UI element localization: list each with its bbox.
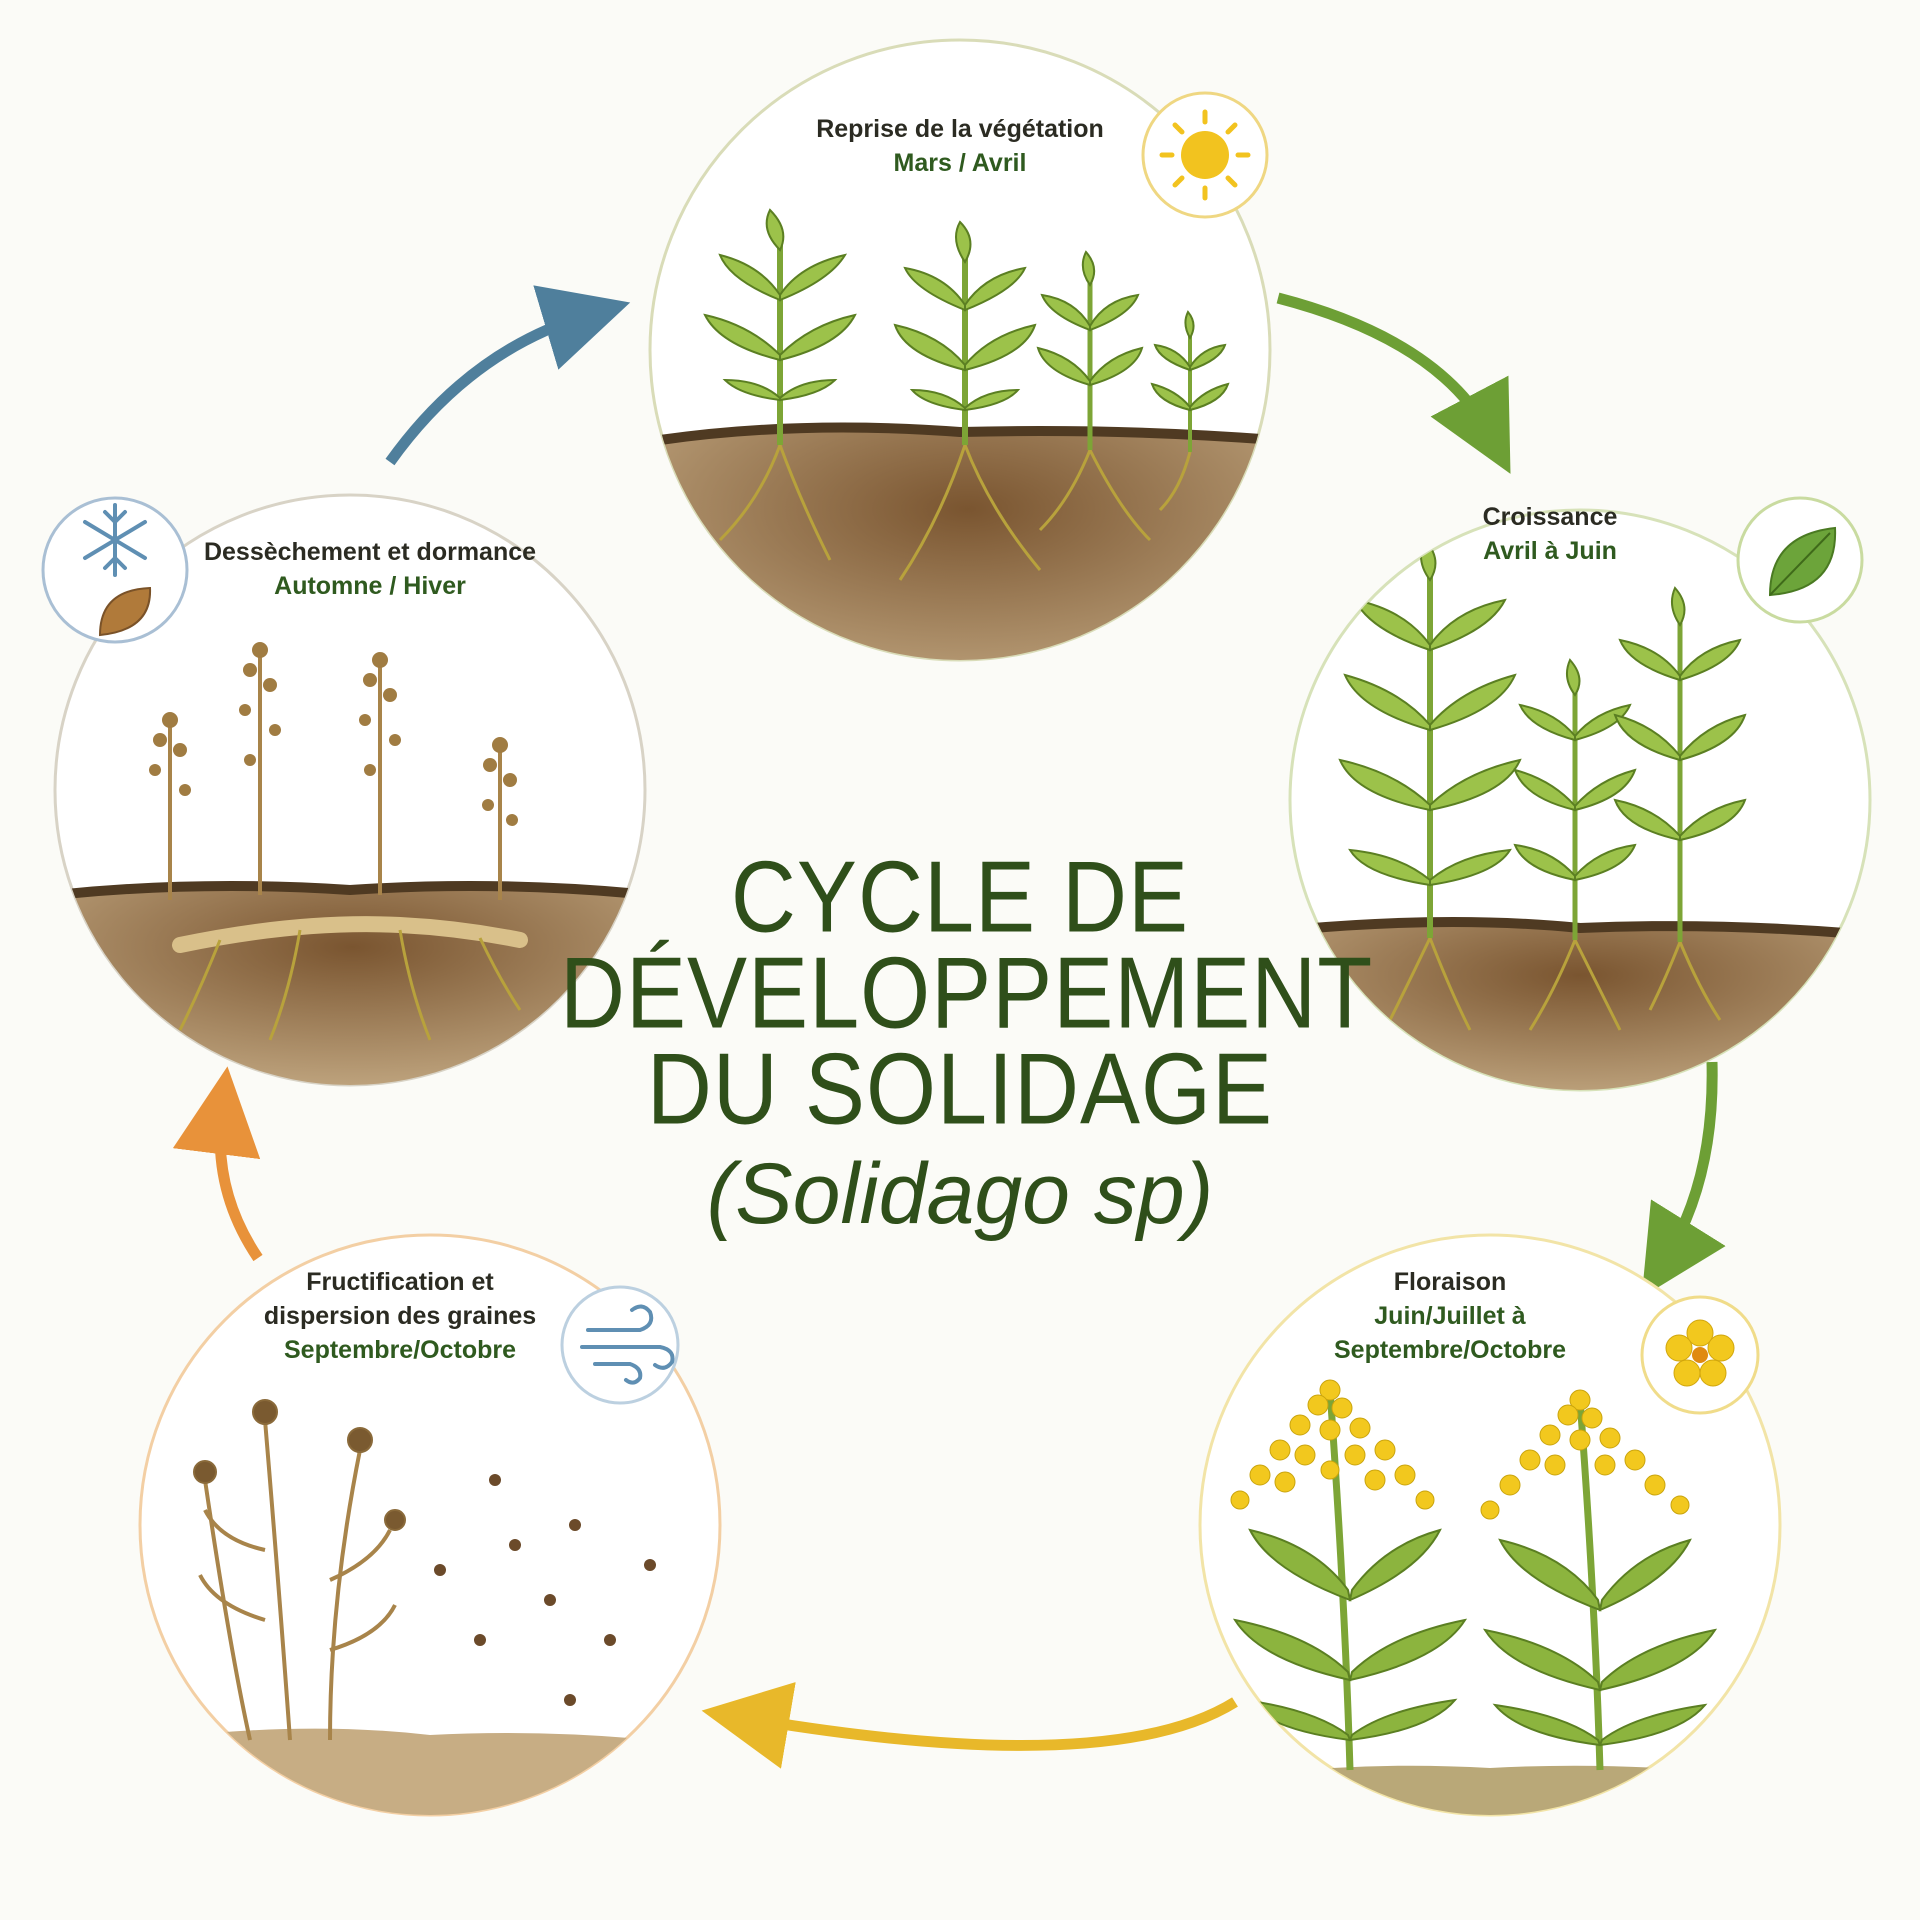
- flying-seed: [564, 1694, 576, 1706]
- diagram-title: CYCLE DE DÉVELOPPEMENT DU SOLIDAGE (Soli…: [560, 844, 1374, 1244]
- stage-growth-name: Croissance: [1482, 503, 1618, 531]
- flowering-plant: [1480, 1389, 1718, 1771]
- title-line-3: DU SOLIDAGE: [646, 1034, 1274, 1146]
- sprout-plant: [1150, 310, 1230, 452]
- arrow-growth-to-flowering: [1641, 1061, 1726, 1298]
- stage-flowering: [1198, 1233, 1782, 1817]
- rhizome: [172, 916, 528, 953]
- title-scientific-name: (Solidago sp): [706, 1146, 1214, 1242]
- stage-dormancy: [41, 493, 647, 1087]
- flying-seed: [544, 1594, 556, 1606]
- stage-flowering-name: Floraison: [1393, 1268, 1507, 1296]
- stage-flowering-label: Floraison Juin/Juillet à Septembre/Octob…: [1300, 1265, 1600, 1367]
- arrow-flowering-to-fruiting: [701, 1681, 1238, 1769]
- flying-seed: [569, 1519, 581, 1531]
- title-line-2: DÉVELOPPEMENT: [560, 938, 1374, 1050]
- stage-regrowth-name: Reprise de la végétation: [816, 115, 1104, 143]
- arrow-fruiting-to-dormancy: [172, 1066, 263, 1262]
- flying-seed: [644, 1559, 656, 1571]
- stage-fruiting-name-1: Fructification et: [306, 1268, 494, 1296]
- seed-head: [384, 1509, 406, 1531]
- dry-leaf-icon: [98, 586, 152, 637]
- stage-fruiting-name-2: dispersion des graines: [263, 1302, 537, 1330]
- stage-regrowth: [648, 38, 1272, 662]
- flying-seed: [509, 1539, 521, 1551]
- sprout-plant: [703, 208, 857, 445]
- stage-regrowth-period: Mars / Avril: [893, 149, 1027, 177]
- growing-plant: [1513, 658, 1637, 940]
- snowflake-icon: [83, 503, 147, 577]
- stage-growth: [1288, 496, 1872, 1092]
- seeding-plant: [198, 1419, 397, 1741]
- flying-seed: [474, 1634, 486, 1646]
- stage-fruiting-period: Septembre/Octobre: [283, 1336, 516, 1364]
- flying-seed: [434, 1564, 446, 1576]
- arrow-regrowth-to-growth: [1276, 292, 1511, 474]
- dry-plant: [168, 650, 502, 900]
- stage-growth-label: Croissance Avril à Juin: [1400, 500, 1700, 568]
- stage-dormancy-name: Dessèchement et dormance: [203, 538, 537, 566]
- stage-regrowth-label: Reprise de la végétation Mars / Avril: [760, 112, 1160, 180]
- flowering-plant: [1230, 1379, 1468, 1771]
- seed-head: [252, 1399, 278, 1425]
- stage-dormancy-period: Automne / Hiver: [274, 572, 466, 600]
- stage-flowering-period-2: Septembre/Octobre: [1333, 1336, 1566, 1364]
- stage-fruiting-label: Fructification et dispersion des graines…: [230, 1265, 570, 1367]
- sprout-plant: [893, 220, 1037, 445]
- stage-dormancy-label: Dessèchement et dormance Automne / Hiver: [180, 535, 560, 603]
- flying-seed: [604, 1634, 616, 1646]
- stage-flowering-period-1: Juin/Juillet à: [1374, 1302, 1526, 1330]
- seed-head: [347, 1427, 373, 1453]
- sprout-plant: [1036, 250, 1144, 450]
- stage-growth-period: Avril à Juin: [1483, 537, 1617, 565]
- flying-seed: [489, 1474, 501, 1486]
- seed-head: [193, 1460, 217, 1484]
- arrow-dormancy-to-regrowth: [385, 285, 631, 466]
- title-line-1: CYCLE DE: [730, 842, 1190, 954]
- growing-plant: [1613, 586, 1747, 942]
- stage-fruiting: [138, 1233, 722, 1817]
